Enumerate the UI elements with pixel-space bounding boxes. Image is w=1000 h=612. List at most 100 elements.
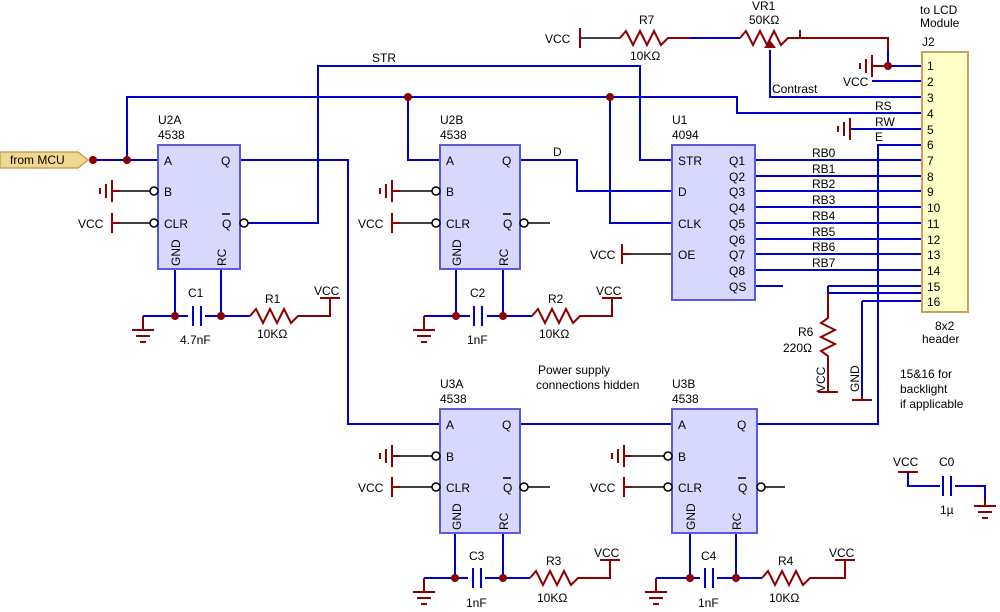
svg-text:16: 16 <box>927 295 941 309</box>
svg-text:RB5: RB5 <box>812 225 836 239</box>
svg-text:9: 9 <box>927 185 934 199</box>
svg-text:CLR: CLR <box>446 217 470 231</box>
svg-text:RC: RC <box>497 248 511 266</box>
svg-text:VCC: VCC <box>814 366 828 392</box>
svg-text:C0: C0 <box>939 455 955 469</box>
svg-text:R3: R3 <box>546 554 562 568</box>
svg-text:Q3: Q3 <box>729 185 745 199</box>
svg-text:1nF: 1nF <box>467 333 488 347</box>
svg-text:Q: Q <box>503 481 512 495</box>
svg-text:Power supply: Power supply <box>538 363 610 377</box>
svg-text:STR: STR <box>372 51 396 65</box>
svg-text:GND: GND <box>450 503 464 530</box>
svg-text:14: 14 <box>927 264 941 278</box>
svg-text:Q: Q <box>738 481 747 495</box>
from-mcu-tag: from MCU <box>0 151 90 169</box>
svg-text:Q5: Q5 <box>729 217 745 231</box>
svg-text:Q: Q <box>503 217 512 231</box>
notes: Power supply connections hidden 15&16 fo… <box>536 363 964 411</box>
svg-text:if applicable: if applicable <box>900 397 964 411</box>
svg-text:15&16 for: 15&16 for <box>900 367 952 381</box>
svg-text:Q4: Q4 <box>729 201 745 215</box>
svg-text:C4: C4 <box>701 549 717 563</box>
svg-text:GND: GND <box>169 239 183 266</box>
svg-text:A: A <box>164 154 172 168</box>
svg-text:4538: 4538 <box>672 392 699 406</box>
svg-text:Contrast: Contrast <box>772 82 818 96</box>
svg-text:VCC: VCC <box>843 75 869 89</box>
svg-text:8x2: 8x2 <box>935 319 955 333</box>
svg-text:C2: C2 <box>470 286 486 300</box>
svg-text:to LCD: to LCD <box>920 3 958 17</box>
svg-text:6: 6 <box>927 138 934 152</box>
svg-text:4538: 4538 <box>440 128 467 142</box>
svg-text:header: header <box>922 332 959 346</box>
svg-text:220Ω: 220Ω <box>783 341 812 355</box>
ground-symbols <box>99 55 996 605</box>
svg-text:A: A <box>678 418 686 432</box>
svg-text:VCC: VCC <box>314 284 340 298</box>
svg-text:QS: QS <box>729 280 746 294</box>
svg-text:R1: R1 <box>265 292 281 306</box>
inversion-bubbles <box>149 186 766 492</box>
svg-text:VCC: VCC <box>78 217 104 231</box>
svg-text:1: 1 <box>927 59 934 73</box>
svg-text:connections hidden: connections hidden <box>536 378 639 392</box>
svg-text:15: 15 <box>927 280 941 294</box>
svg-text:12: 12 <box>927 233 941 247</box>
svg-text:Q: Q <box>737 418 746 432</box>
svg-text:Q2: Q2 <box>729 170 745 184</box>
svg-text:D: D <box>553 145 562 159</box>
power-labels: VCC VCC VCC VCC VCC VCC VCC VCC VCC VCC … <box>78 32 919 560</box>
svg-text:CLR: CLR <box>164 217 188 231</box>
svg-text:B: B <box>678 450 686 464</box>
header-j2: to LCD Module J2 1 2 3 4 5 6 7 8 9 10 11… <box>920 3 969 346</box>
svg-text:VCC: VCC <box>594 546 620 560</box>
svg-text:U2B: U2B <box>440 113 463 127</box>
resistors <box>249 28 889 588</box>
svg-text:CLR: CLR <box>446 481 470 495</box>
svg-text:4.7nF: 4.7nF <box>180 333 211 347</box>
svg-text:VCC: VCC <box>893 455 919 469</box>
svg-text:R7: R7 <box>639 13 655 27</box>
svg-text:1µ: 1µ <box>940 503 954 517</box>
component-labels: R1 10KΩ R2 10KΩ R3 10KΩ R4 10KΩ R6 220Ω … <box>180 0 955 610</box>
svg-text:3: 3 <box>927 91 934 105</box>
svg-text:4538: 4538 <box>440 392 467 406</box>
svg-text:13: 13 <box>927 248 941 262</box>
svg-text:10KΩ: 10KΩ <box>257 327 287 341</box>
svg-text:VCC: VCC <box>829 546 855 560</box>
chip-u1: U1 4094 STR D CLK OE Q1 Q2 Q3 Q4 Q5 Q6 Q… <box>671 113 756 301</box>
svg-text:D: D <box>678 185 687 199</box>
chip-u2a: U2A 4538 A B CLR Q Q GND RC <box>157 113 241 270</box>
svg-text:RW: RW <box>875 115 895 129</box>
svg-text:1nF: 1nF <box>698 596 719 610</box>
svg-text:2: 2 <box>927 75 934 89</box>
svg-text:10KΩ: 10KΩ <box>769 591 799 605</box>
svg-text:STR: STR <box>678 154 702 168</box>
svg-text:10KΩ: 10KΩ <box>630 49 660 63</box>
svg-text:RB0: RB0 <box>812 146 836 160</box>
svg-text:RC: RC <box>497 512 511 530</box>
svg-text:R4: R4 <box>778 554 794 568</box>
svg-text:Q: Q <box>502 418 511 432</box>
svg-text:1nF: 1nF <box>466 596 487 610</box>
svg-text:from MCU: from MCU <box>10 153 65 167</box>
svg-text:Q: Q <box>222 217 231 231</box>
chip-part: 4538 <box>158 128 185 142</box>
svg-text:U3B: U3B <box>672 377 695 391</box>
svg-text:7: 7 <box>927 154 934 168</box>
svg-text:backlight: backlight <box>900 382 948 396</box>
svg-text:Q: Q <box>502 154 511 168</box>
svg-text:RB7: RB7 <box>812 256 836 270</box>
svg-text:VCC: VCC <box>545 32 571 46</box>
svg-text:4094: 4094 <box>672 128 699 142</box>
svg-text:4: 4 <box>927 107 934 121</box>
svg-text:11: 11 <box>927 217 940 231</box>
wires <box>93 37 986 579</box>
svg-text:Module: Module <box>920 16 960 30</box>
svg-text:A: A <box>446 154 454 168</box>
net-labels: STR D RS RW E Contrast RB0 RB1 RB2 RB3 R… <box>372 51 895 270</box>
svg-text:GND: GND <box>848 365 862 392</box>
